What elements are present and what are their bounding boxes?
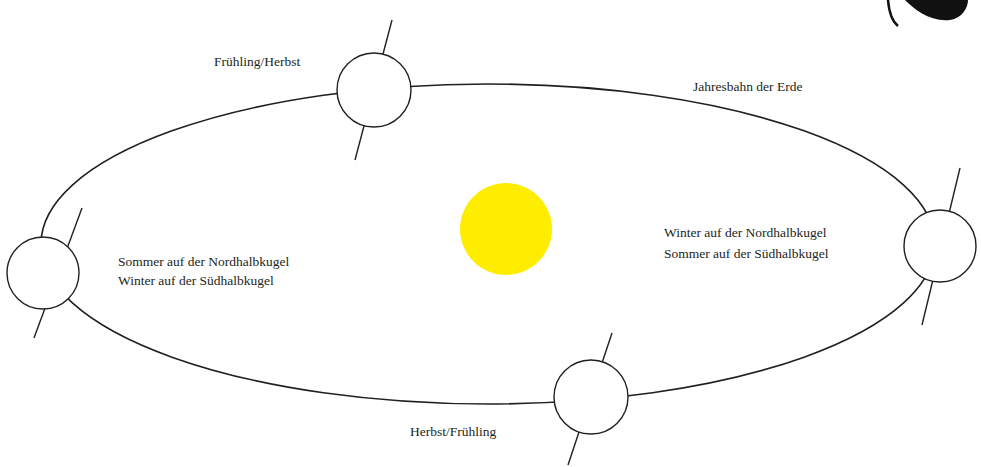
earth-positions [7,20,976,465]
season-label: Sommer auf der Nordhalbkugel [118,254,289,270]
sun [460,183,552,275]
earth [554,360,628,434]
earth [7,237,79,309]
orbit-label: Jahresbahn der Erde [693,79,802,95]
season-label: Winter auf der Nordhalbkugel [664,225,827,241]
orbit-ellipse [41,84,935,404]
season-label: Herbst/Frühling [410,424,496,440]
earth [337,53,411,127]
season-label: Winter auf der Südhalbkugel [118,273,274,289]
earth [904,210,976,282]
logo-stroke [888,0,898,26]
logo-fragment [905,0,968,20]
season-label: Frühling/Herbst [214,54,300,70]
season-label: Sommer auf der Südhalbkugel [664,246,829,262]
